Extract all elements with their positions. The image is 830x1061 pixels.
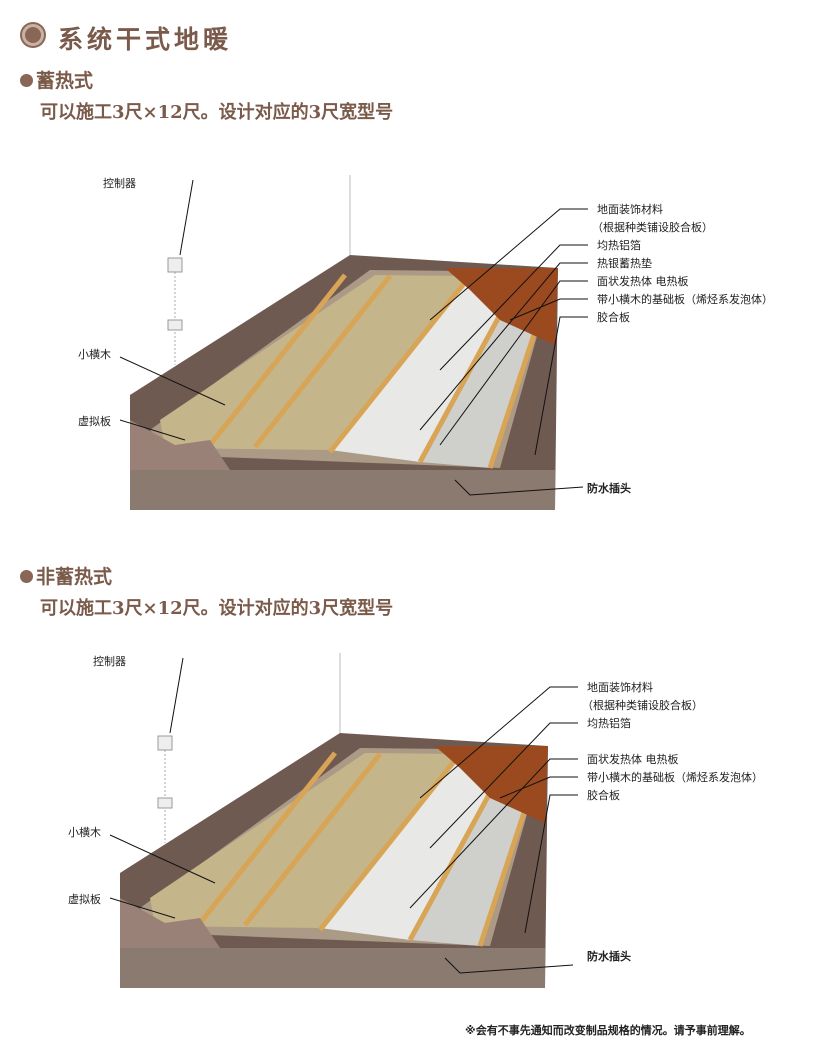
label-dummy-board: 虚拟板	[78, 415, 111, 428]
diagram-heat-storage	[119, 175, 588, 510]
heading-text: 蓄热式	[36, 70, 94, 92]
bullet-icon	[20, 570, 33, 583]
label-crossbar: 小横木	[78, 348, 111, 361]
disclaimer-note: ※会有不事先通知而改变制品规格的情况。请予事前理解。	[465, 1024, 751, 1037]
section-heading-2: 非蓄热式	[20, 562, 112, 589]
title-text: 系统干式地暖	[58, 25, 233, 54]
label-connector: 防水插头	[587, 482, 631, 495]
label-right: （根据种类铺设胶合板）	[592, 221, 713, 234]
label-right: 带小横木的基础板（烯烃系发泡体）	[587, 771, 763, 784]
circle-bullet-icon	[22, 24, 44, 46]
label-right: 地面装饰材料	[587, 681, 653, 694]
label-right: （根据种类铺设胶合板）	[582, 699, 703, 712]
label-crossbar: 小横木	[68, 826, 101, 839]
heading-text: 非蓄热式	[36, 566, 113, 588]
bullet-icon	[20, 74, 33, 87]
label-right: 带小横木的基础板（烯烃系发泡体）	[597, 293, 773, 306]
label-right: 地面装饰材料	[597, 203, 663, 216]
label-right: 面状发热体 电热板	[587, 753, 679, 766]
label-controller: 控制器	[93, 655, 126, 668]
label-right: 胶合板	[587, 789, 620, 802]
label-connector: 防水插头	[587, 950, 631, 963]
section-desc-1: 可以施工3尺×12尺。设计对应的3尺宽型号	[40, 102, 394, 123]
page-title: 系统干式地暖	[22, 20, 232, 56]
diagram-non-storage	[109, 653, 578, 988]
label-right: 均热铝箔	[587, 717, 631, 730]
label-right: 热银蓄热垫	[597, 257, 652, 270]
label-right: 胶合板	[597, 311, 630, 324]
label-right: 均热铝箔	[597, 239, 641, 252]
label-controller: 控制器	[103, 177, 136, 190]
section-desc-2: 可以施工3尺×12尺。设计对应的3尺宽型号	[40, 598, 394, 619]
label-dummy-board: 虚拟板	[68, 893, 101, 906]
section-heading-1: 蓄热式	[20, 66, 93, 93]
label-right: 面状发热体 电热板	[597, 275, 689, 288]
